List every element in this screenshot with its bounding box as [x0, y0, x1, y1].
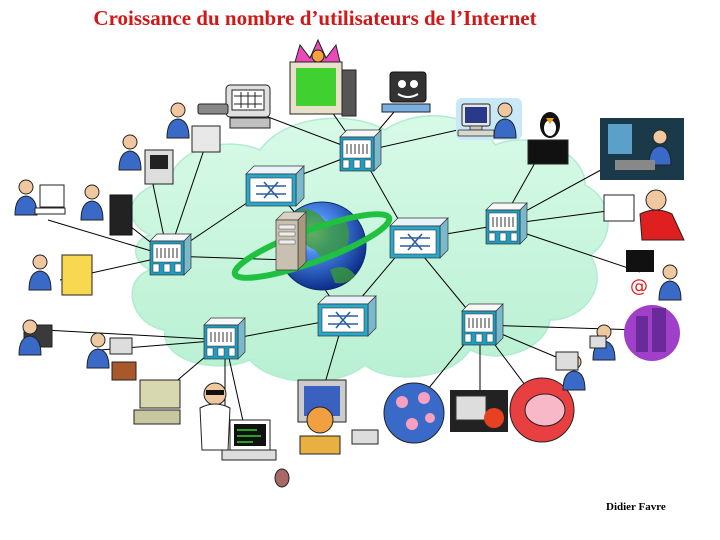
old-man-pc-icon: [14, 179, 66, 216]
pig-disk-icon: [509, 377, 575, 443]
author-credit: Didier Favre: [606, 501, 666, 513]
hub-icon: [485, 202, 528, 245]
monitor-devil-icon: [289, 38, 357, 117]
globe-people-icon: [383, 382, 445, 444]
girl-pc-icon: [555, 351, 586, 391]
monitor-face-icon: [381, 71, 431, 113]
hub-icon: [461, 303, 504, 346]
pc-fire-icon: [450, 390, 508, 432]
server-icon: [275, 211, 307, 271]
kid-pc-icon: [297, 379, 379, 455]
hub-icon: [149, 233, 192, 276]
screen-teeth-icon: [225, 84, 271, 129]
penguin-pc-icon: [527, 112, 569, 165]
router-icon: [389, 217, 449, 259]
hacker-pc-icon: @: [626, 250, 682, 301]
router-icon: [317, 295, 377, 337]
desk-worker-icon: [456, 98, 522, 140]
woman-typing-icon: [28, 254, 93, 296]
man-red-pc-icon: [603, 189, 685, 241]
hub-icon: [203, 317, 246, 360]
boy-desk-icon: [18, 319, 53, 356]
mouse-icon: [274, 468, 290, 488]
student-pc-icon: [80, 184, 133, 236]
woman-pc-icon: [600, 118, 684, 180]
broken-pc-icon: [133, 379, 181, 425]
man-phone-pc-icon: [118, 134, 174, 185]
router-icon: [245, 165, 305, 207]
svg-text:@: @: [630, 276, 648, 297]
buildings-icon: [624, 305, 680, 361]
family-pc-icon: [86, 332, 137, 381]
man-book-icon: [589, 324, 616, 361]
sunglasses-man-icon: [199, 382, 231, 451]
hub-icon: [339, 129, 382, 172]
page-title: Croissance du nombre d’utilisateurs de l…: [93, 6, 537, 30]
man-doctor-pc-icon: [166, 102, 229, 153]
laptop-code-icon: [221, 419, 277, 461]
